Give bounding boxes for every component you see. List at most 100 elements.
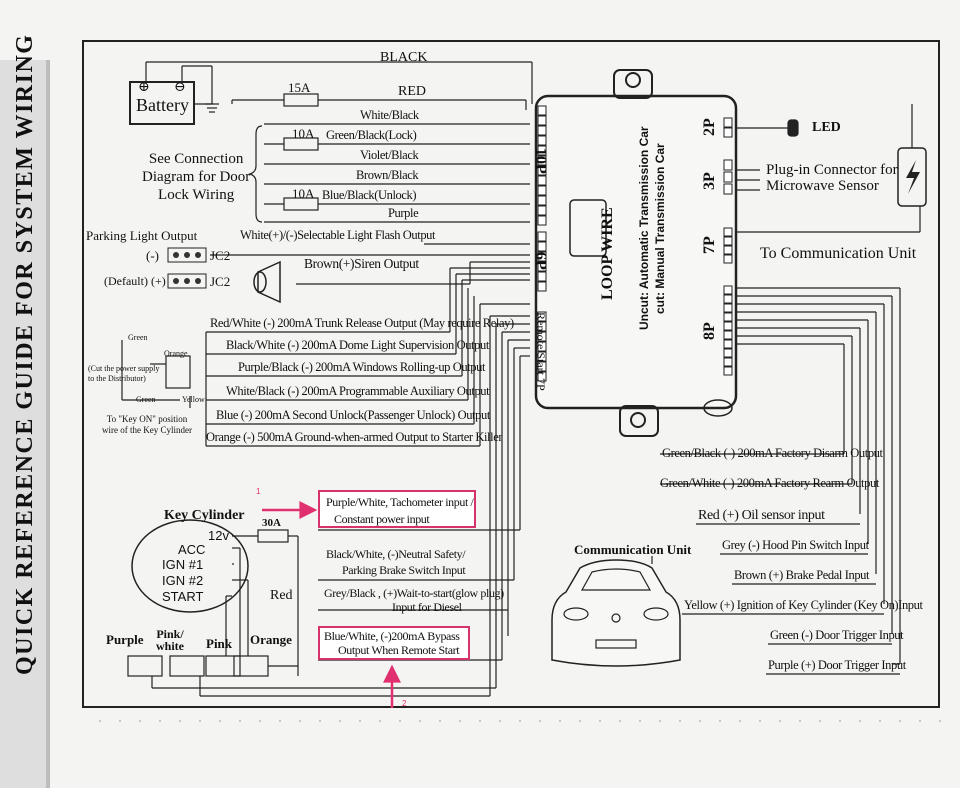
output-trunk-release: Red/White (-) 200mA Trunk Release Output… <box>210 316 514 330</box>
tach-input-line1: Purple/White, Tachometer input / <box>326 495 474 509</box>
conn-10p-pin <box>537 145 547 156</box>
conn-10p-pin <box>537 175 547 186</box>
wire-light-flash: White(+)/(-)Selectable Light Flash Outpu… <box>240 228 436 242</box>
connector-8p: 8P <box>701 322 718 340</box>
conn-8p-pin <box>723 303 733 313</box>
input-purple-door: Purple (+) Door Trigger Input <box>768 658 906 672</box>
module-title: LOOP WIRE <box>599 207 616 300</box>
parking-default: (Default) (+) <box>104 274 166 288</box>
tach-input-box <box>318 490 476 528</box>
comm-unit-label: To Communication Unit <box>760 245 917 262</box>
annotation-2: 2 <box>402 699 407 708</box>
input-oil-sensor: Red (+) Oil sensor input <box>698 508 825 523</box>
relay-label-orange: Orange <box>250 632 292 647</box>
output-factory-rearm: Green/White (-) 200mA Factory Rearm Outp… <box>660 476 879 490</box>
sk-green2: Green <box>136 395 156 404</box>
conn-8p-pin <box>723 357 733 367</box>
input-brake-pedal: Brown (+) Brake Pedal Input <box>734 568 870 582</box>
wire-siren: Brown(+)Siren Output <box>304 256 419 271</box>
conn-10p-pin <box>537 205 547 216</box>
wire-purple: Purple <box>388 206 419 220</box>
conn-10p-pin <box>537 125 547 136</box>
conn-3p-pin <box>723 183 733 195</box>
wire-green-black-lock: Green/Black(Lock) <box>326 128 417 142</box>
output-dome-light: Black/White (-) 200mA Dome Light Supervi… <box>226 338 489 352</box>
battery-box <box>129 81 195 125</box>
fuse-15a: 15A <box>288 80 311 95</box>
conn-7p-pin <box>723 254 733 264</box>
connector-7p: 7P <box>701 236 718 254</box>
conn-8p-pin <box>723 294 733 304</box>
tach-input-line2: Constant power input <box>334 512 430 526</box>
connector-remote-7p: Remote Start 7P <box>534 312 548 391</box>
parking-light-title: Parking Light Output <box>86 228 198 243</box>
conn-6p-pin <box>537 271 547 282</box>
battery-plus-icon: ⊕ <box>138 80 150 95</box>
car-comm-unit-label: Communication Unit <box>574 542 692 557</box>
conn-remote-7p-pin <box>537 351 547 362</box>
input-hood-pin: Grey (-) Hood Pin Switch Input <box>722 538 869 552</box>
wire-black: BLACK <box>380 50 428 65</box>
kc-red: Red <box>270 588 293 603</box>
conn-6p-pin <box>537 281 547 292</box>
conn-8p-pin <box>723 339 733 349</box>
conn-8p-pin <box>723 366 733 376</box>
conn-10p-pin <box>537 195 547 206</box>
sk-yellow: Yellow <box>182 395 205 404</box>
sk-orange: Orange <box>164 349 188 358</box>
diagram-frame <box>82 40 940 708</box>
wire-blue-black-unlock: Blue/Black(Unlock) <box>322 188 417 202</box>
fuse-30a: 30A <box>262 517 281 529</box>
relay-pink-white <box>169 655 205 677</box>
output-starter-killer: Orange (-) 500mA Ground-when-armed Outpu… <box>206 430 503 444</box>
relay-pink <box>205 655 241 677</box>
relay-label-pink-white: Pink/ white <box>156 627 184 653</box>
conn-2p-pin <box>723 117 733 128</box>
conn-10p-pin <box>537 155 547 166</box>
conn-remote-7p-pin <box>537 331 547 342</box>
conn-8p-pin <box>723 285 733 295</box>
wire-white-black: White/Black <box>360 108 419 122</box>
car-illustration <box>551 559 681 667</box>
sidebar <box>0 60 50 788</box>
conn-remote-7p-pin <box>537 341 547 352</box>
conn-10p-pin <box>537 165 547 176</box>
conn-10p-pin <box>537 215 547 226</box>
output-second-unlock: Blue (-) 200mA Second Unlock(Passenger U… <box>216 408 490 422</box>
conn-remote-7p-pin <box>537 311 547 322</box>
jumper-jc2-a: JC2 <box>210 248 231 263</box>
conn-10p-pin <box>537 115 547 126</box>
relay-label-purple: Purple <box>106 632 144 647</box>
kc-acc: ACC <box>178 542 206 557</box>
wire-violet-black: Violet/Black <box>360 148 419 162</box>
relay-purple <box>127 655 163 677</box>
output-windows: Purple/Black (-) 200mA Windows Rolling-u… <box>238 360 486 374</box>
conn-remote-7p-pin <box>537 371 547 382</box>
output-factory-disarm: Green/Black (-) 200mA Factory Disarm Out… <box>662 446 883 460</box>
conn-remote-7p-pin <box>537 321 547 332</box>
conn-2p-pin <box>723 127 733 138</box>
conn-10p-pin <box>537 135 547 146</box>
relay-orange <box>233 655 269 677</box>
sk-green: Green <box>128 333 148 342</box>
jumper-jc2-b: JC2 <box>210 274 231 289</box>
conn-6p-pin <box>537 251 547 262</box>
connector-2p: 2P <box>701 118 718 136</box>
battery-minus-icon: ⊖ <box>174 80 186 95</box>
fuse-10a-unlock: 10A <box>292 186 315 201</box>
conn-6p-pin <box>537 241 547 252</box>
conn-7p-pin <box>723 227 733 237</box>
conn-6p-pin <box>537 231 547 242</box>
key-cylinder-title: Key Cylinder <box>164 508 245 523</box>
input-ignition: Yellow (+) Ignition of Key Cylinder (Key… <box>684 598 923 612</box>
conn-3p-pin <box>723 159 733 171</box>
wire-red: RED <box>398 84 426 99</box>
fuse-10a-lock: 10A <box>292 126 315 141</box>
